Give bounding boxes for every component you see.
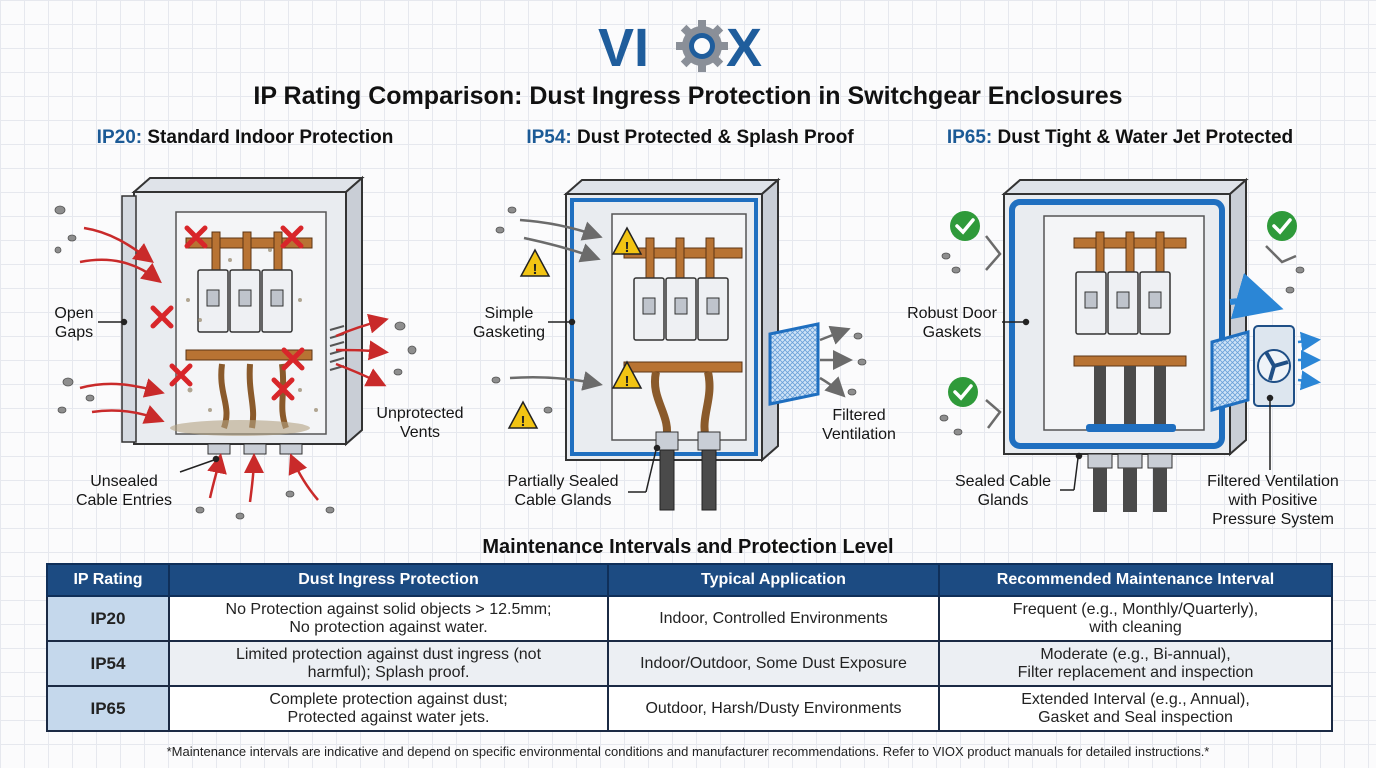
panel-title-ip20: IP20: Standard Indoor Protection (60, 127, 430, 149)
panel-code: IP65: (946, 127, 993, 148)
logo-text-left: VI (598, 18, 649, 74)
header-dust-protection: Dust Ingress Protection (168, 563, 609, 597)
table-row: IP54 Limited protection against dust ing… (46, 640, 1333, 687)
panel-code: IP20: (96, 127, 143, 148)
dust-particles (54, 205, 417, 520)
illustrations: !! !! (54, 175, 1321, 520)
header-application: Typical Application (607, 563, 940, 597)
header-maintenance: Recommended Maintenance Interval (938, 563, 1333, 597)
protection-cell: Limited protection against dust ingress … (168, 640, 609, 687)
panel-name: Dust Protected & Splash Proof (577, 127, 854, 148)
footnote: *Maintenance intervals are indicative an… (166, 744, 1210, 759)
ip65-enclosure (939, 177, 1321, 512)
fan-icon (1253, 325, 1295, 407)
gear-icon (676, 20, 728, 72)
panel-name: Dust Tight & Water Jet Protected (997, 127, 1294, 148)
outflow-arrows (1297, 331, 1321, 391)
ip54-enclosure: !! !! (491, 177, 867, 511)
failure-x-icons (150, 225, 305, 401)
panel-name: Standard Indoor Protection (147, 127, 394, 148)
protection-cell: Complete protection against dust;Protect… (168, 685, 609, 732)
application-cell: Indoor/Outdoor, Some Dust Exposure (607, 640, 940, 687)
interval-cell: Moderate (e.g., Bi-annual),Filter replac… (938, 640, 1333, 687)
logo-text-right: X (726, 18, 762, 74)
filter-panel (1210, 330, 1250, 412)
rating-cell: IP65 (46, 685, 170, 732)
table-title: Maintenance Intervals and Protection Lev… (482, 536, 894, 558)
viox-logo: VI X (0, 16, 1376, 74)
interval-cell: Extended Interval (e.g., Annual),Gasket … (938, 685, 1333, 732)
dust-deflect-arrows (509, 218, 853, 398)
dust-entry-arrows (79, 226, 389, 503)
panel-title-ip54: IP54: Dust Protected & Splash Proof (500, 127, 880, 149)
ip20-enclosure (54, 175, 417, 520)
page-title: IP Rating Comparison: Dust Ingress Prote… (253, 82, 1123, 110)
table-row: IP20 No Protection against solid objects… (46, 595, 1333, 642)
protection-cell: No Protection against solid objects > 12… (168, 595, 609, 642)
filtered-ventilation (768, 322, 820, 406)
logo-graphic: VI X (598, 18, 762, 74)
table-header-row: IP Rating Dust Ingress Protection Typica… (46, 563, 1333, 597)
application-cell: Indoor, Controlled Environments (607, 595, 940, 642)
panel-code: IP54: (526, 127, 572, 148)
table-row: IP65 Complete protection against dust;Pr… (46, 685, 1333, 732)
interval-cell: Frequent (e.g., Monthly/Quarterly),with … (938, 595, 1333, 642)
header-ip-rating: IP Rating (46, 563, 170, 597)
rating-cell: IP20 (46, 595, 170, 642)
application-cell: Outdoor, Harsh/Dusty Environments (607, 685, 940, 732)
warning-icons (507, 226, 643, 429)
check-icons (948, 211, 1297, 407)
rating-cell: IP54 (46, 640, 170, 687)
svg-text:!: ! (533, 261, 538, 278)
robust-gasket (1009, 199, 1225, 449)
svg-text:!: ! (625, 373, 630, 390)
maintenance-table: IP Rating Dust Ingress Protection Typica… (46, 563, 1333, 732)
dust-inside (186, 248, 318, 412)
svg-text:!: ! (521, 413, 526, 430)
panel-title-ip65: IP65: Dust Tight & Water Jet Protected (930, 127, 1310, 149)
svg-text:!: ! (625, 239, 630, 256)
